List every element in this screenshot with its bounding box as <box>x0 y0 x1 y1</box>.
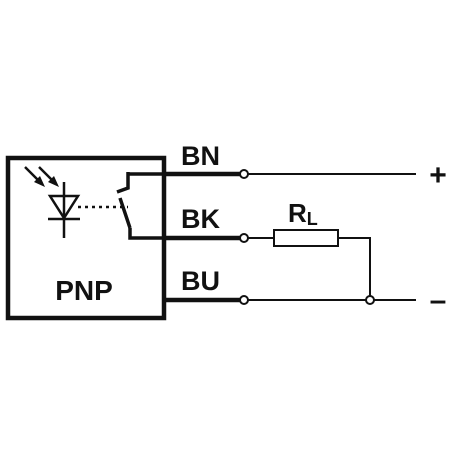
internal-wire-bk <box>128 228 162 240</box>
switch-contact-icon <box>116 172 132 229</box>
light-arrows-icon <box>24 166 59 187</box>
led-diode-icon <box>47 182 81 238</box>
load-resistor <box>273 229 339 247</box>
positive-terminal-label: + <box>429 159 447 192</box>
terminal-bk <box>239 233 249 243</box>
sensor-type-label: PNP <box>55 275 113 306</box>
wire-label-bn: BN <box>181 141 220 171</box>
load-return-line <box>338 237 371 297</box>
terminal-bn <box>239 169 249 179</box>
load-label-subscript: L <box>307 209 318 229</box>
load-label-symbol: R <box>288 198 307 228</box>
load-label: RL <box>288 198 318 229</box>
negative-terminal-label: – <box>430 284 447 317</box>
wire-label-bk: BK <box>181 204 220 234</box>
wire-label-bu: BU <box>181 266 220 296</box>
terminal-bu <box>239 295 249 305</box>
load-return-junction <box>365 295 375 305</box>
